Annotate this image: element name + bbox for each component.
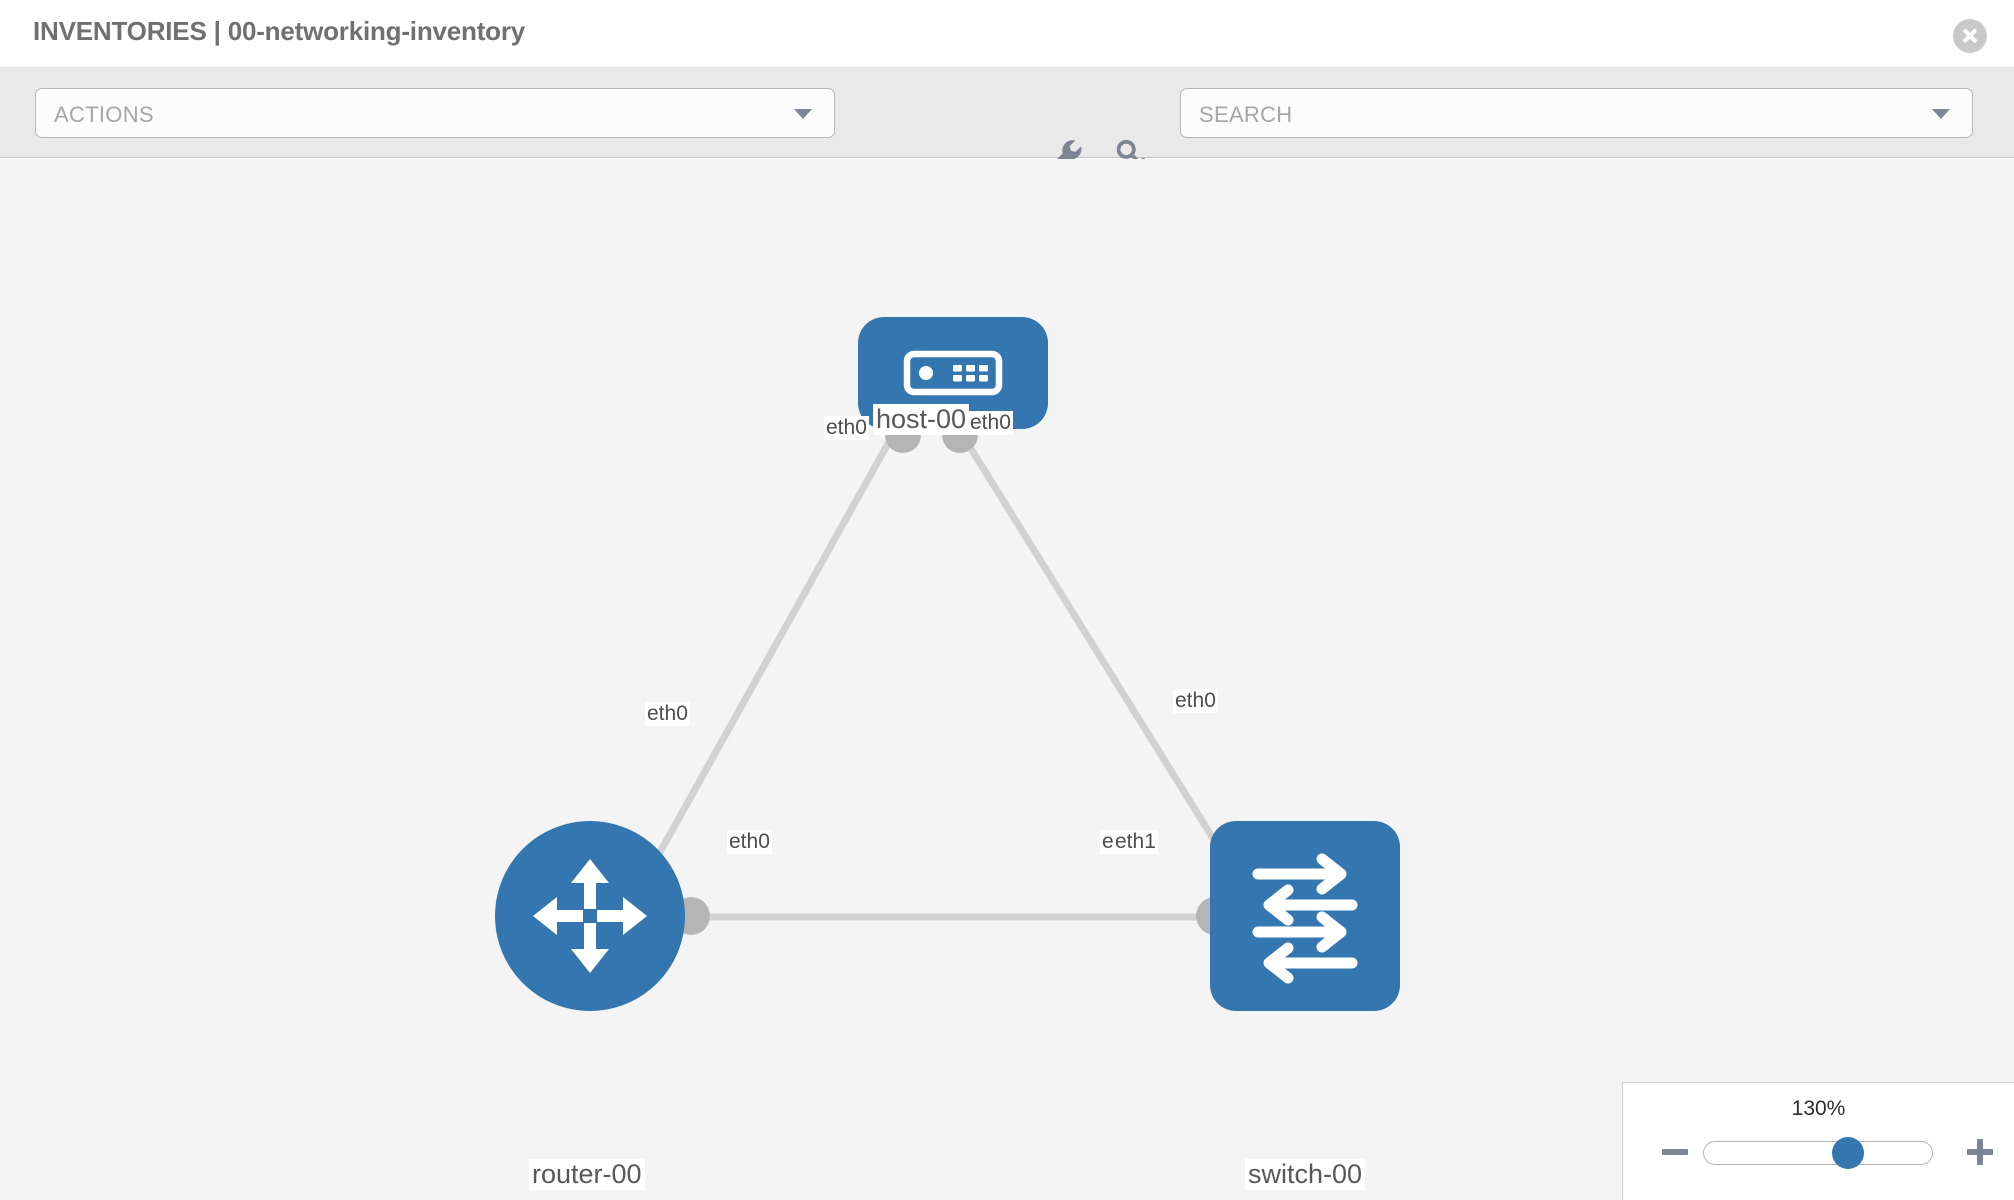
close-icon[interactable] [1953, 19, 1987, 53]
page-header: INVENTORIES | 00-networking-inventory [0, 0, 2014, 68]
edge-label-switch-up-eth0: eth0 [1173, 689, 1218, 714]
edge-label-host-left-eth0: eth0 [824, 416, 869, 441]
actions-dropdown-label: ACTIONS [54, 102, 154, 127]
toolbar: ACTIONS SEARCH [0, 68, 2014, 173]
zoom-in-button[interactable] [1963, 1135, 1997, 1169]
zoom-slider-thumb[interactable] [1831, 1137, 1864, 1169]
actions-dropdown[interactable]: ACTIONS [35, 88, 835, 138]
edge-label-router-up-eth0: eth0 [645, 702, 690, 727]
router-arrows-icon [533, 859, 647, 973]
minus-icon [1662, 1149, 1688, 1155]
edge-host-switch [957, 429, 1235, 871]
zoom-control: 130% [1622, 1082, 2014, 1200]
server-icon [903, 350, 1003, 396]
node-switch-00[interactable] [1210, 821, 1400, 1011]
zoom-level-label: 130% [1791, 1097, 1846, 1120]
edge-label-router-right-eth0: eth0 [727, 830, 772, 855]
edge-label-switch-left-eth1: eth1 [1113, 830, 1158, 855]
search-placeholder: SEARCH [1199, 102, 1293, 127]
zoom-slider-row [1623, 1135, 2014, 1175]
page-title: INVENTORIES | 00-networking-inventory [33, 16, 526, 46]
node-label-switch-00: switch-00 [1245, 1159, 1366, 1191]
search-input[interactable]: SEARCH [1180, 88, 1973, 138]
edge-host-router [641, 429, 899, 881]
plus-icon-vertical [1977, 1139, 1983, 1165]
node-router-00[interactable] [495, 821, 685, 1011]
topology-edges [641, 429, 1235, 921]
zoom-slider-track[interactable] [1703, 1137, 1933, 1169]
chevron-down-icon [794, 109, 812, 119]
switch-arrows-icon [1252, 853, 1358, 984]
topology-canvas[interactable]: host-00 router-00 switch-00 eth0 eth0 et… [0, 159, 2014, 1200]
node-label-host-00: host-00 [873, 404, 970, 436]
zoom-out-button[interactable] [1658, 1135, 1692, 1169]
chevron-down-icon [1932, 109, 1950, 119]
edge-label-host-right-eth0: eth0 [968, 411, 1013, 436]
node-label-router-00: router-00 [529, 1159, 645, 1191]
